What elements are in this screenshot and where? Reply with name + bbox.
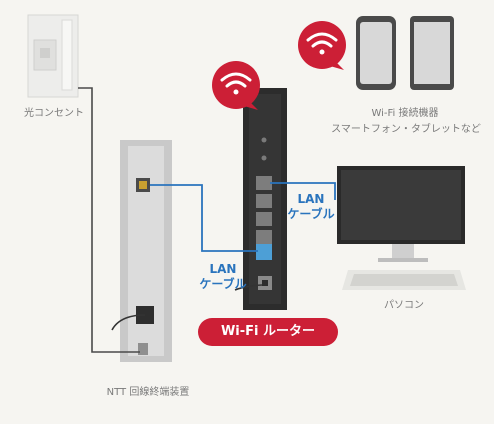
ntt-terminal (120, 140, 172, 362)
smartphone-icon (356, 16, 396, 90)
wifi-icon (220, 72, 252, 95)
keyboard-icon (342, 270, 466, 290)
wifi-devices-label: Wi-Fi 接続機器 (371, 108, 439, 119)
router-power-cable (234, 284, 263, 291)
devices-wifi-bubble (298, 21, 346, 70)
pc-label: パソコン (384, 300, 424, 311)
lan-cable-label-left-line2: ケーブル (199, 277, 247, 291)
wifi-router (243, 88, 287, 310)
router-wifi-bubble (212, 61, 260, 110)
lan-cable-label-left: LAN ケーブル (188, 262, 258, 292)
outlet-label: 光コンセント (24, 108, 84, 119)
lan-cable-label-right-line1: LAN (297, 192, 325, 206)
optical-outlet-icon (27, 14, 79, 98)
lan-cable-label-left-line1: LAN (209, 262, 237, 276)
wifi-devices-sub-label: スマートフォン・タブレットなど (331, 124, 481, 135)
wifi-icon (306, 32, 338, 55)
router-label-badge: Wi-Fi ルーター (198, 318, 338, 346)
tablet-icon (410, 16, 454, 90)
lan-cable-label-right: LAN ケーブル (276, 192, 346, 222)
ntt-label: NTT 回線終端装置 (106, 387, 190, 398)
lan-cable-router-pc (270, 182, 336, 200)
lan-cable-label-right-line2: ケーブル (287, 207, 335, 221)
ntt-power-cable (111, 314, 146, 331)
monitor-icon (337, 166, 465, 262)
fiber-cable (78, 87, 140, 353)
lan-cable-ntt-router (150, 184, 258, 252)
